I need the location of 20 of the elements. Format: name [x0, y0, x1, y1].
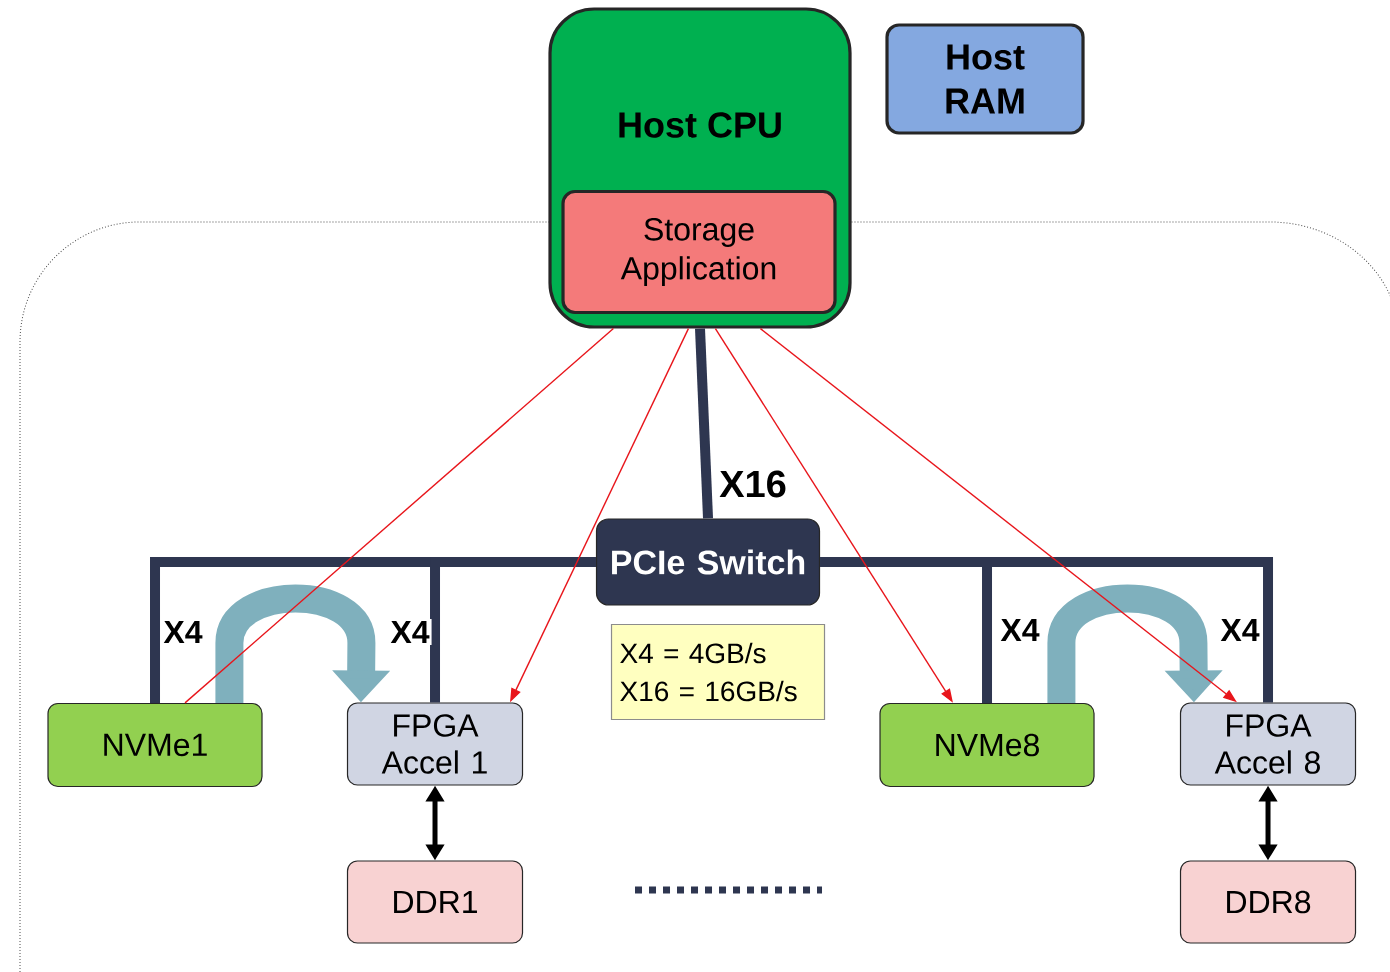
- application-box: Storage Application: [561, 189, 837, 315]
- bus-line: [820, 557, 1273, 703]
- connector-line: [184, 327, 615, 704]
- switch-box: PCIe Switch: [595, 518, 821, 606]
- legend-note: X4 = 4GB/s X16 = 16GB/s: [610, 623, 826, 721]
- memory-box: DDR8: [1179, 860, 1357, 944]
- memory-box: DDR1: [346, 860, 524, 944]
- drive-box: NVMe1: [47, 702, 263, 788]
- edge-label: X4: [998, 617, 1042, 643]
- memory-box: Host RAM: [885, 23, 1085, 135]
- accelerator-box: FPGA Accel 8: [1179, 702, 1357, 786]
- edge-label: X4: [161, 619, 205, 645]
- edge-label: X16: [717, 468, 789, 500]
- drive-box: NVMe8: [879, 702, 1095, 788]
- bus-line: [695, 328, 713, 519]
- edge-label: X4: [388, 619, 432, 645]
- bus-line: [430, 557, 596, 703]
- flow-arrow: [215, 584, 391, 703]
- edge-label: X4: [1218, 617, 1262, 643]
- accelerator-box: FPGA Accel 1: [346, 702, 524, 786]
